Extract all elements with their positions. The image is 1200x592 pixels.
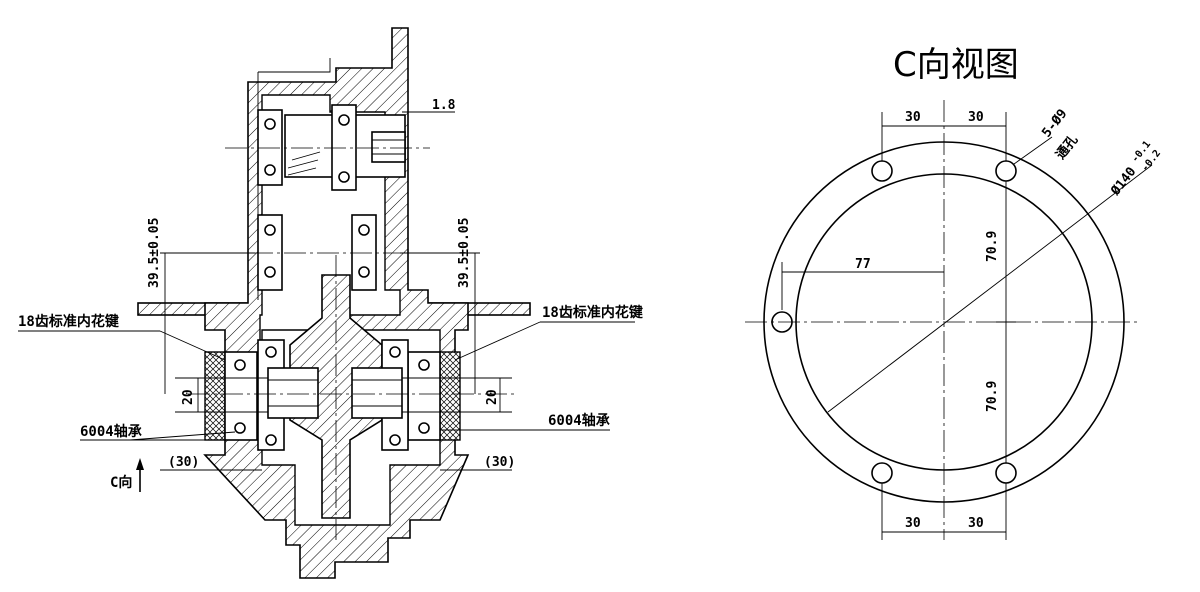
hole-top-left	[871, 160, 893, 182]
dim-center-left: 39.5±0.05	[147, 218, 255, 394]
dim-bore-right: 20	[402, 377, 512, 413]
dim-ref-left-text: (30)	[168, 455, 199, 470]
dim-top-right: 30	[968, 110, 984, 125]
dim-bore-left: 20	[175, 377, 268, 413]
upper-bearings	[257, 104, 377, 291]
label-spline-left-group: 18齿标准内花键	[18, 313, 226, 361]
left-bearing-assembly	[204, 339, 319, 451]
label-spline-left: 18齿标准内花键	[18, 313, 120, 330]
view-direction-arrow: C向	[110, 458, 144, 492]
dim-lower-text: 70.9	[985, 381, 1000, 412]
hole-type: 通孔	[1053, 132, 1082, 162]
label-bearing-left: 6004轴承	[80, 423, 142, 440]
hole-top-right	[995, 160, 1017, 182]
dim-upper-text: 70.9	[985, 231, 1000, 262]
c-view-title: C向视图	[893, 45, 1019, 85]
input-shaft-end	[371, 131, 406, 163]
hole-left	[771, 311, 793, 333]
dim-gap-text: 1.8	[432, 98, 456, 113]
dim-radius: 77	[781, 257, 944, 310]
section-view: 1.8 39.5±0.05 39.5±0.05 20 20	[18, 27, 644, 579]
dim-bore-left-text: 20	[181, 389, 196, 405]
label-spline-right-group: 18齿标准内花键	[454, 304, 644, 361]
dim-ref-right-text: (30)	[484, 455, 515, 470]
dim-bore-right-text: 20	[485, 389, 500, 405]
dim-ref-right: (30)	[440, 455, 515, 471]
right-bearing-assembly	[351, 339, 461, 451]
hole-count: 5-Ø9	[1039, 107, 1070, 141]
c-view: C向视图 30 30 30 30	[745, 45, 1163, 540]
dim-top-left: 30	[905, 110, 921, 125]
dim-center-right: 39.5±0.05	[400, 218, 480, 394]
label-view-arrow: C向	[110, 474, 132, 491]
worm-thread	[287, 151, 321, 176]
dim-bottom-left: 30	[905, 516, 921, 531]
dim-radius-text: 77	[855, 257, 871, 272]
dim-gap-1-8: 1.8	[402, 92, 456, 118]
hole-callout: 5-Ø9 通孔	[1013, 107, 1082, 165]
label-bearing-right: 6004轴承	[548, 412, 610, 429]
diameter-base: Ø140	[1108, 164, 1140, 199]
label-bearing-right-group: 6004轴承	[440, 412, 610, 431]
label-bearing-left-group: 6004轴承	[80, 423, 236, 441]
dim-center-right-text: 39.5±0.05	[457, 218, 472, 288]
hole-bottom-left	[871, 462, 893, 484]
dim-center-left-text: 39.5±0.05	[147, 218, 162, 288]
dim-bottom-right: 30	[968, 516, 984, 531]
label-spline-right: 18齿标准内花键	[542, 304, 644, 321]
dim-top: 30 30	[881, 110, 1007, 161]
dim-bottom: 30 30	[881, 483, 1007, 540]
hole-bottom-right	[995, 462, 1017, 484]
dim-ref-left: (30)	[160, 455, 262, 471]
dim-vertical: 70.9 70.9	[985, 181, 1016, 463]
